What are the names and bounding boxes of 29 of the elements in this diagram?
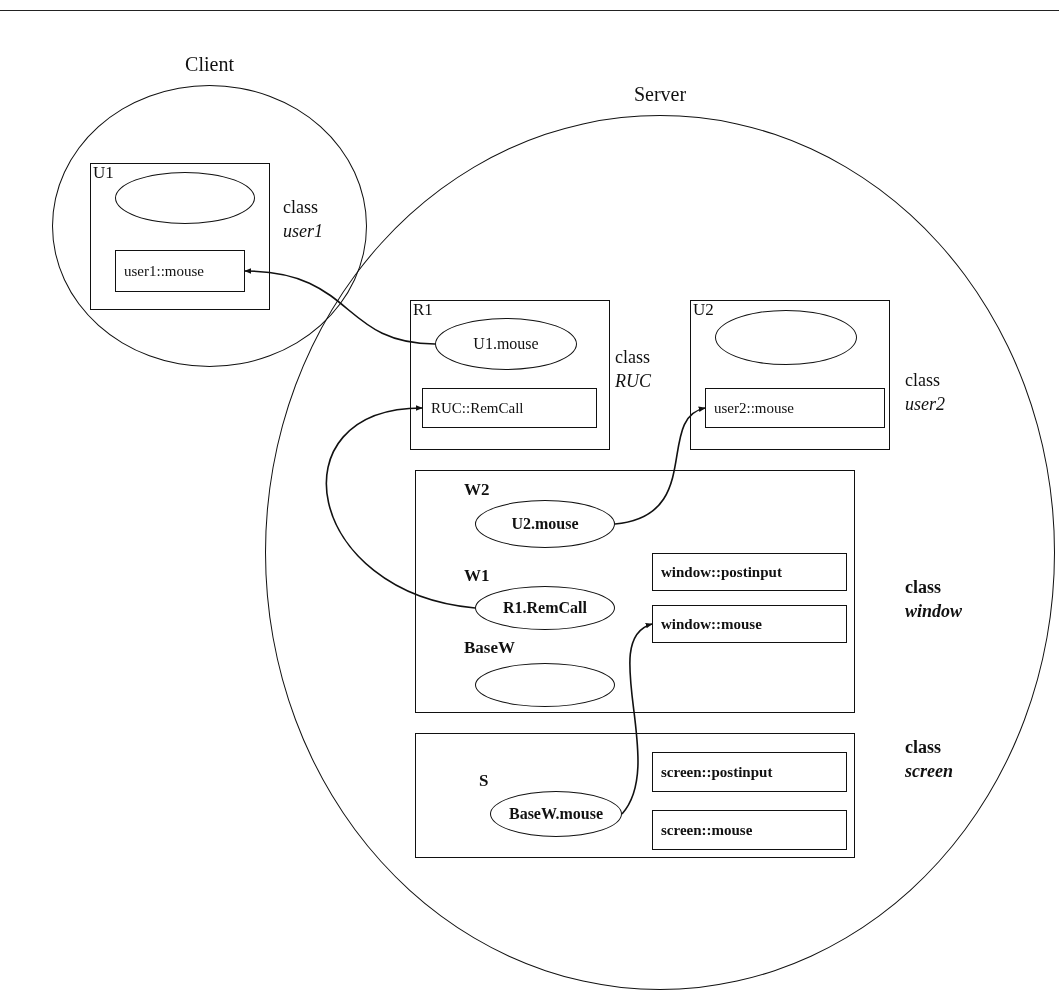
method-name: R1.RemCall (503, 599, 587, 617)
method-box: RUC::RemCall (422, 388, 597, 428)
connector-arrow (614, 407, 706, 525)
host-label: Client (185, 53, 234, 76)
object-label: R1 (413, 301, 433, 318)
object-label: U2 (693, 301, 714, 318)
method-box: user2::mouse (705, 388, 885, 428)
method-box: screen::postinput (652, 752, 847, 792)
method-name: U2.mouse (511, 515, 579, 533)
object-label: W2 (464, 481, 490, 498)
method-box: window::postinput (652, 553, 847, 591)
class-label: class user2 (905, 369, 946, 417)
method-box: screen::mouse (652, 810, 847, 850)
connector-arrow (621, 623, 653, 815)
method-box: user1::mouse (115, 250, 245, 292)
connector-arrow (325, 405, 476, 609)
object-label: S (479, 772, 489, 789)
object-label: BaseW (464, 639, 515, 656)
host-label: Server (633, 83, 687, 106)
method-name: BaseW.mouse (508, 805, 604, 823)
object-label: U1 (93, 164, 114, 181)
class-label: class RUC (615, 346, 652, 394)
method-name: U1.mouse (473, 335, 539, 353)
connector-arrow (244, 268, 436, 345)
class-label: class user1 (283, 196, 324, 244)
class-label: class screen (905, 736, 954, 784)
method-box: window::mouse (652, 605, 847, 643)
object-label: W1 (464, 567, 490, 584)
class-label: class window (905, 576, 964, 624)
